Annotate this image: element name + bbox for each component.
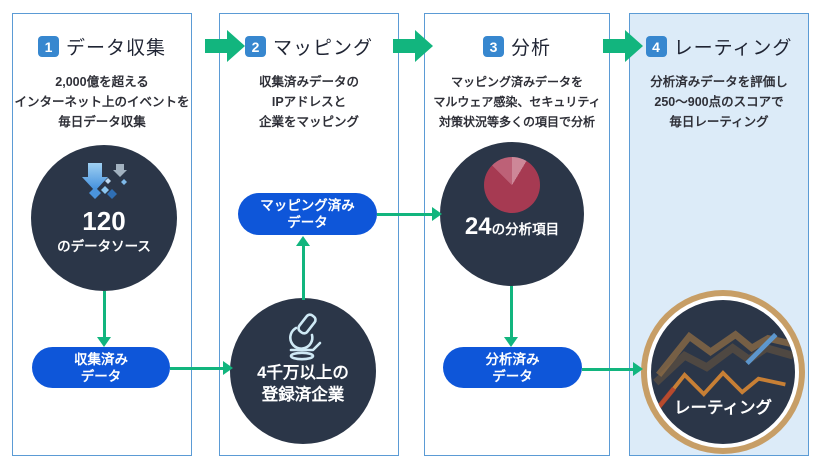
collected-data-pill: 収集済み データ xyxy=(32,347,170,388)
panel-4-header: 4 レーティング xyxy=(630,33,808,60)
companies-count-line: 4千万以上の xyxy=(257,364,349,382)
connector-pill3-rating xyxy=(582,368,634,371)
analysis-items-label: の分析項目 xyxy=(491,222,560,237)
panel-3-description: マッピング済みデータを マルウェア感染、セキュリティ 対策状況等多くの項目で分析 xyxy=(433,75,601,129)
arrowhead-down-1 xyxy=(97,337,111,347)
data-source-label: のデータソース xyxy=(57,239,151,254)
flow-arrow-2-to-3 xyxy=(393,30,433,62)
panel-1-description: 2,000億を超える インターネット上のイベントを 毎日データ収集 xyxy=(14,75,190,129)
connector-pill1-circle2 xyxy=(170,367,224,370)
connector-circle2-pill2 xyxy=(302,245,305,300)
rating-label: レーティング xyxy=(673,399,772,417)
data-sources-circle: 120 のデータソース xyxy=(31,145,177,291)
arrowhead-up-1 xyxy=(296,236,310,246)
connector-pill2-circle3 xyxy=(377,213,433,216)
analyzed-data-pill: 分析済み データ xyxy=(443,347,582,388)
panel-2-title: マッピング xyxy=(272,38,373,59)
panel-4-description: 分析済みデータを評価し 250～900点のスコアで 毎日レーティング xyxy=(650,75,788,129)
flow-arrow-1-to-2 xyxy=(205,30,245,62)
data-source-count: 120 xyxy=(82,206,126,236)
pie-chart-icon xyxy=(484,157,540,213)
rating-circle: レーティング xyxy=(641,290,805,454)
rating-circle-inner: レーティング xyxy=(651,300,795,444)
line-chart-icon xyxy=(653,330,795,411)
arrowhead-right-1 xyxy=(223,361,233,375)
step-4-badge: 4 xyxy=(645,36,667,57)
rating-circle-white-ring: レーティング xyxy=(647,296,799,448)
registered-companies-circle: 4千万以上の 登録済企業 xyxy=(230,298,376,444)
step-3-badge: 3 xyxy=(482,36,504,57)
panel-3-header: 3 分析 xyxy=(425,33,609,60)
data-sources-icon xyxy=(82,163,127,199)
arrowhead-right-3 xyxy=(633,362,643,376)
panel-1-header: 1 データ収集 xyxy=(13,33,191,60)
arrowhead-down-2 xyxy=(504,337,518,347)
companies-label-line: 登録済企業 xyxy=(261,386,345,404)
panel-4-title: レーティング xyxy=(673,38,793,59)
microscope-icon xyxy=(289,313,322,361)
panel-1-title: データ収集 xyxy=(65,38,166,59)
panel-3-title: 分析 xyxy=(510,38,551,59)
arrowhead-right-2 xyxy=(432,207,442,221)
step-2-badge: 2 xyxy=(244,36,266,57)
flow-arrow-3-to-4 xyxy=(603,30,643,62)
mapped-data-pill: マッピング済み データ xyxy=(238,193,377,235)
connector-circle3-pill3 xyxy=(510,286,513,338)
step-1-badge: 1 xyxy=(37,36,59,57)
analysis-items-circle: 24 の分析項目 xyxy=(440,142,584,286)
panel-2-description: 収集済みデータの IPアドレスと 企業をマッピング xyxy=(258,75,359,129)
connector-circle1-pill1 xyxy=(103,291,106,338)
panel-2-header: 2 マッピング xyxy=(220,33,398,60)
analysis-items-count: 24 xyxy=(464,213,492,240)
